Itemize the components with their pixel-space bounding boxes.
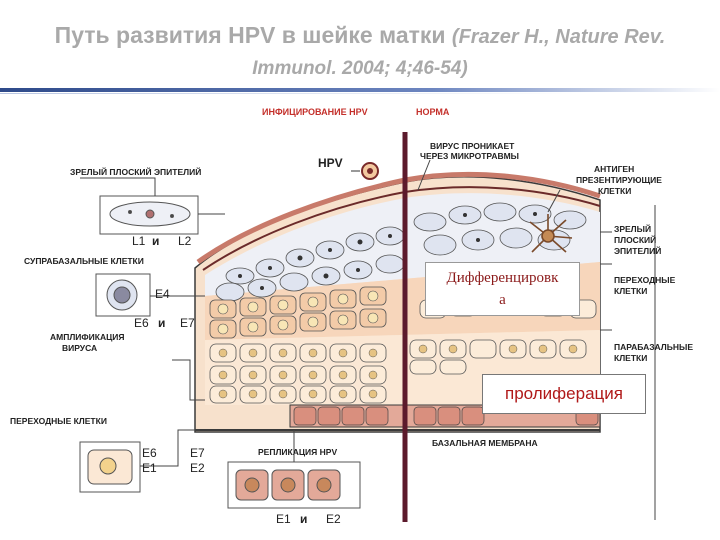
gene-and-3: и [300,512,308,526]
title-accent-bar-thin [0,93,720,94]
hpv-virion-icon [351,162,379,180]
gene-e4: E4 [155,287,170,301]
label-mature-2: ПЛОСКИЙ [614,235,657,245]
proliferation-callout: пролиферация [482,374,646,414]
gene-e1-transitional: E1 [142,461,157,475]
label-parabasal-1: ПАРАБАЗАЛЬНЫЕ [614,342,694,352]
label-virus-enters-2: ЧЕРЕЗ МИКРОТРАВМЫ [420,151,520,161]
gene-and-1: и [152,234,160,248]
cells-upper [215,202,587,302]
label-transit-1: ПЕРЕХОДНЫЕ [614,275,676,285]
pointer-lines [80,159,656,520]
inset-replication-cells [227,461,361,509]
title-accent-bar [0,88,720,92]
inset-transitional-cell [79,441,141,493]
title-main: Путь развития HPV в шейке матки [54,22,446,48]
label-suprabasal: СУПРАБАЗАЛЬНЫЕ КЛЕТКИ [24,256,144,266]
differentiation-text-1: Дифференцировк [446,270,559,286]
label-virus-enters-1: ВИРУС ПРОНИКАЕТ [430,141,515,151]
label-replication: РЕПЛИКАЦИЯ HPV [258,447,338,457]
differentiation-callout: Дифференцировк а [425,262,580,316]
gene-l1: L1 [132,234,146,248]
gene-e1-replication: E1 [276,512,291,526]
header-label-infection: ИНФИЦИРОВАНИЕ HPV [262,107,368,117]
gene-e7-amplification: E7 [180,316,195,330]
inset-mature-cell [99,195,199,235]
differentiation-text-2: а [499,292,506,308]
cell-nuclei-middle [217,290,379,335]
label-amplification-1: АМПЛИФИКАЦИЯ [50,332,125,342]
label-mature-3: ЭПИТЕЛИЙ [614,246,662,256]
label-amplification-2: ВИРУСА [62,343,98,353]
title-reference-line2: Immunol. 2004; 4;46-54) [252,58,468,79]
virus-label: HPV [318,156,343,170]
header-label-norm: НОРМА [416,107,450,117]
gene-e6-amplification: E6 [134,316,149,330]
label-mature-1: ЗРЕЛЫЙ [614,224,652,234]
label-antigen-3: КЛЕТКИ [598,186,632,196]
label-antigen-1: АНТИГЕН [594,164,635,174]
gene-e7-transitional: E7 [190,446,205,460]
label-antigen-2: ПРЕЗЕНТИРУЮЩИЕ [576,175,662,185]
cell-nuclei-upper [238,212,537,290]
gene-and-2: и [158,316,166,330]
gene-e6-transitional: E6 [142,446,157,460]
gene-e2-transitional: E2 [190,461,205,475]
label-transit-2: КЛЕТКИ [614,286,648,296]
cell-nuclei-lower [218,344,578,399]
inset-suprabasal-cell [95,273,151,317]
gene-l2: L2 [178,234,192,248]
gene-e2-replication: E2 [326,512,341,526]
label-basal-membrane: БАЗАЛЬНАЯ МЕМБРАНА [432,438,538,448]
label-mature-epithelium: ЗРЕЛЫЙ ПЛОСКИЙ ЭПИТЕЛИЙ [70,167,202,177]
label-parabasal-2: КЛЕТКИ [614,353,648,363]
slide-title: Путь развития HPV в шейке матки (Frazer … [0,18,720,84]
title-reference: (Frazer H., Nature Rev. [451,26,666,48]
label-transitional: ПЕРЕХОДНЫЕ КЛЕТКИ [10,416,107,426]
antigen-presenting-cell [529,214,573,253]
